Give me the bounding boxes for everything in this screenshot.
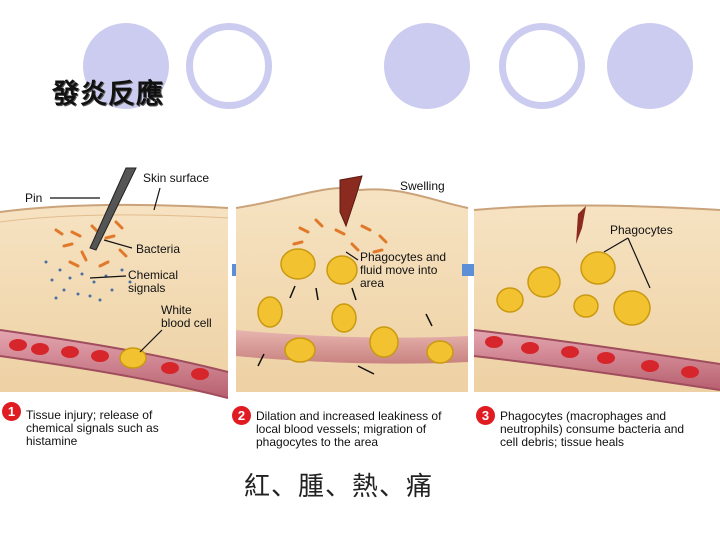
step-1-badge: 1 (2, 402, 21, 421)
label-skin-surface: Skin surface (143, 171, 210, 185)
red-blood-cell (191, 368, 209, 380)
phagocyte (331, 303, 357, 333)
step-2-badge: 2 (232, 406, 251, 425)
step-2-text: Dilation and increased leakiness of loca… (256, 409, 442, 449)
decor-circle-5 (607, 23, 693, 109)
decor-circle-3 (384, 23, 470, 109)
phagocyte (573, 294, 599, 318)
phagocyte (369, 326, 399, 358)
red-blood-cell (61, 346, 79, 358)
panel-2 (235, 175, 469, 392)
label-bacteria: Bacteria (136, 242, 181, 256)
label-chemical-signals: Chemical signals (128, 268, 179, 295)
phagocyte (284, 337, 316, 363)
pin-shape (89, 167, 137, 251)
red-blood-cell (31, 343, 49, 355)
healing-wound (576, 206, 586, 244)
phagocyte (426, 340, 454, 364)
phagocyte (280, 248, 316, 280)
caption-symptoms: 紅、腫、熱、痛 (244, 472, 434, 502)
panel-1 (0, 167, 229, 399)
phagocyte (613, 290, 651, 326)
step-3-badge: 3 (476, 406, 495, 425)
red-blood-cell (161, 362, 179, 374)
decor-circle-4 (499, 23, 585, 109)
step-1-text: Tissue injury; release of chemical signa… (26, 408, 159, 448)
phagocyte (580, 251, 616, 285)
red-blood-cell (9, 339, 27, 351)
label-phagocytes: Phagocytes (610, 223, 673, 237)
label-phagocytes-fluid: Phagocytes and fluid move into area (360, 250, 447, 290)
panel-3 (473, 204, 720, 392)
chemical-signal-dots (44, 260, 132, 302)
phagocyte (496, 287, 524, 313)
white-blood-cell (119, 347, 147, 369)
decor-circle-2 (186, 23, 272, 109)
label-white-blood-cell: White blood cell (161, 303, 212, 330)
wound-swelling (339, 175, 363, 228)
label-pin: Pin (25, 191, 43, 205)
decor-circle-1 (83, 23, 169, 109)
step-3-text: Phagocytes (macrophages and neutrophils)… (500, 409, 685, 449)
label-swelling: Swelling (400, 179, 445, 193)
phagocyte (527, 266, 561, 298)
phagocyte (257, 296, 283, 328)
phagocyte (326, 255, 358, 285)
bacteria-cluster (54, 220, 128, 268)
page-title: 發炎反應 (52, 79, 164, 110)
red-blood-cell (91, 350, 109, 362)
